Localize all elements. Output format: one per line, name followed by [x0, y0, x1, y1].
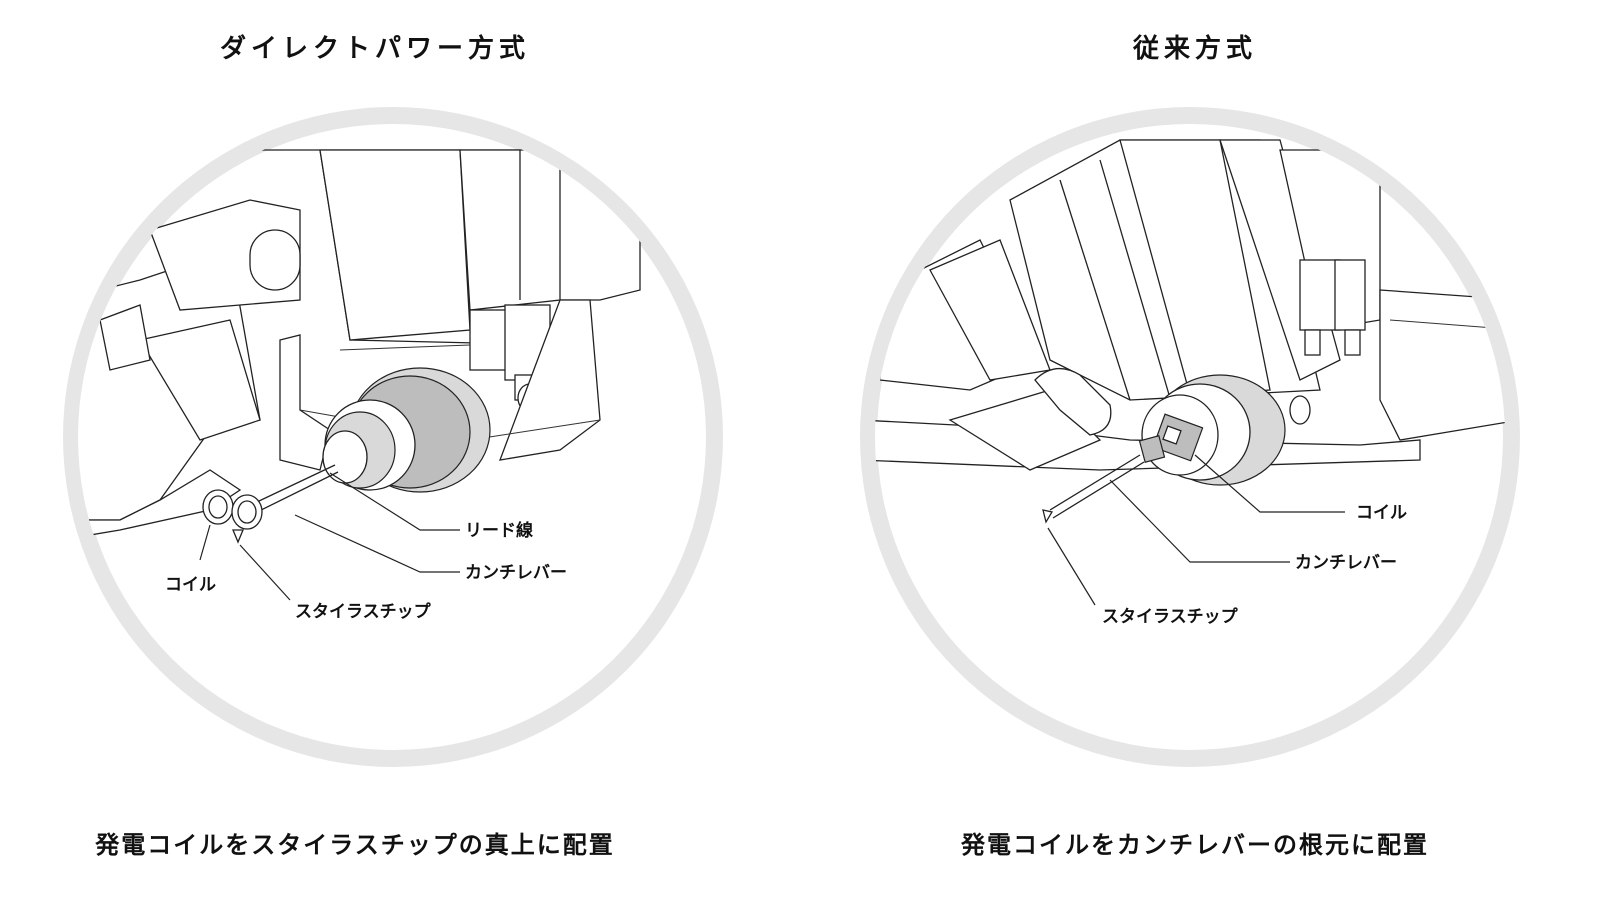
label-stylus-tip: スタイラスチップ — [295, 601, 432, 622]
coil-leader — [199, 524, 211, 561]
label-cantilever: カンチレバー — [465, 563, 567, 583]
stylus-tip-leader — [1047, 527, 1096, 606]
direct-power-illustration: リード線 カンチレバー コイル スタイラスチップ — [63, 107, 723, 767]
label-stylus-tip: スタイラスチップ — [1102, 606, 1239, 627]
panel-title: 従来方式 — [1132, 34, 1257, 64]
panel-caption: 発電コイルをカンチレバーの根元に配置 — [961, 831, 1429, 859]
cartridge-body-drawing — [78, 149, 641, 544]
conventional-illustration: コイル カンチレバー スタイラスチップ — [860, 107, 1520, 767]
cantilever-leader — [294, 514, 460, 573]
label-cantilever: カンチレバー — [1295, 553, 1397, 573]
panel-caption: 発電コイルをスタイラスチップの真上に配置 — [95, 831, 615, 859]
panel-title: ダイレクトパワー方式 — [219, 34, 530, 64]
label-coil: コイル — [1356, 503, 1407, 523]
label-coil: コイル — [165, 575, 216, 595]
coil-leader — [1194, 454, 1345, 513]
cartridge-body-drawing — [875, 139, 1505, 524]
stylus-tip-leader — [239, 544, 291, 601]
cantilever-leader — [1109, 479, 1290, 563]
label-lead-wire: リード線 — [465, 520, 533, 541]
panel-conventional: 従来方式 — [800, 0, 1600, 900]
panel-direct-power: ダイレクトパワー方式 — [63, 34, 723, 859]
lead-wire-leader — [329, 472, 460, 531]
